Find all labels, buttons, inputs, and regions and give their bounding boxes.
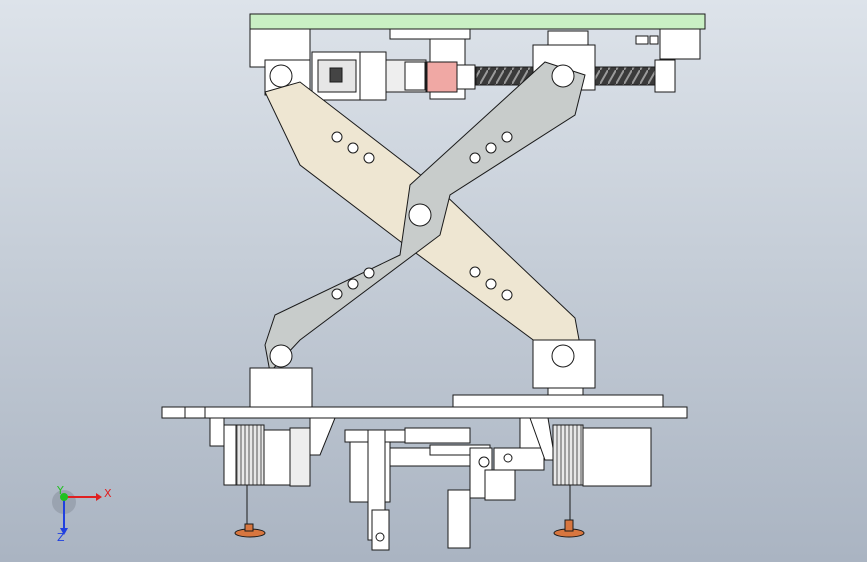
left-drive-motor [209, 417, 336, 538]
base-plate [161, 394, 688, 419]
coordinate-triad: X Y Z [52, 484, 112, 544]
center-mechanism [344, 417, 556, 551]
right-drive-motor [552, 424, 652, 538]
bottom-left-pivot [249, 344, 313, 409]
lead-screw-assembly [311, 28, 701, 101]
z-axis-label: Z [57, 531, 65, 544]
top-plate [249, 13, 706, 30]
bottom-right-slider [532, 339, 596, 403]
scissor-arm-front [264, 61, 586, 374]
x-axis-label: X [104, 487, 112, 500]
y-axis-label: Y [56, 484, 64, 497]
